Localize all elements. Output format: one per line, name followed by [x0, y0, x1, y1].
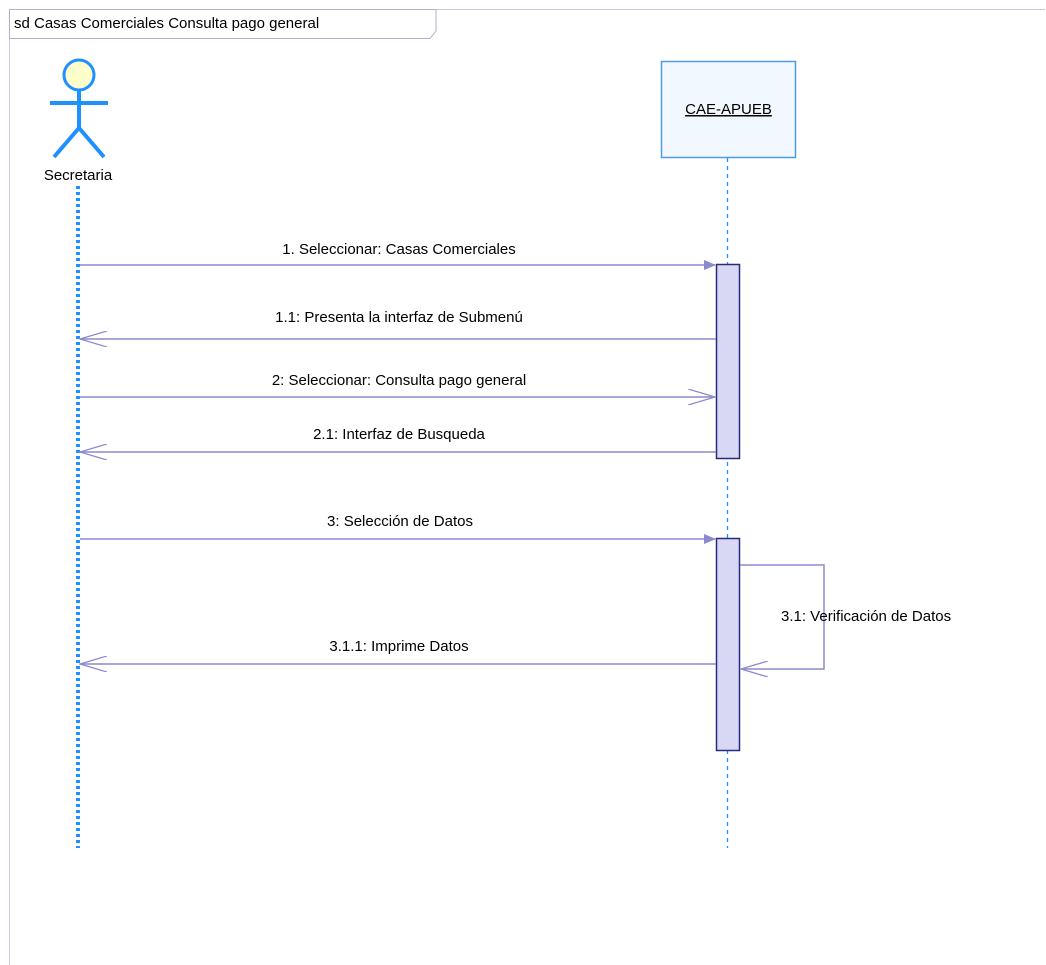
message-2-1[interactable]: 2.1: Interfaz de Busqueda — [80, 426, 716, 452]
message-arrow — [740, 564, 825, 669]
message-2[interactable]: 2: Seleccionar: Consulta pago general — [80, 372, 715, 397]
frame-title-tab — [9, 9, 437, 39]
actor-stick-figure-icon — [50, 58, 108, 159]
message-label: 1.1: Presenta la interfaz de Submenú — [275, 309, 523, 326]
frame-title: sd Casas Comerciales Consulta pago gener… — [14, 15, 319, 32]
diagram-frame: sd Casas Comerciales Consulta pago gener… — [9, 9, 1045, 965]
message-3[interactable]: 3: Selección de Datos — [80, 513, 716, 544]
self-message-3-1[interactable]: 3.1: Verificación de Datos — [740, 564, 951, 669]
activation-bar-2 — [715, 537, 741, 752]
message-label: 2: Seleccionar: Consulta pago general — [272, 372, 526, 389]
object-name: CAE-APUEB — [685, 101, 772, 118]
lifeline-cae-apueb[interactable]: CAE-APUEB — [660, 60, 797, 159]
message-3-1-1[interactable]: 3.1.1: Imprime Datos — [80, 638, 716, 664]
object-box — [660, 60, 797, 159]
activation-bar-1 — [715, 263, 741, 460]
message-label: 1. Seleccionar: Casas Comerciales — [282, 241, 515, 258]
message-label: 3.1: Verificación de Datos — [781, 608, 951, 625]
actor-secretaria[interactable]: Secretaria — [44, 58, 113, 184]
message-1-1[interactable]: 1.1: Presenta la interfaz de Submenú — [80, 309, 716, 339]
message-label: 3: Selección de Datos — [327, 513, 473, 530]
message-label: 3.1.1: Imprime Datos — [329, 638, 468, 655]
actor-name: Secretaria — [44, 167, 113, 184]
message-1[interactable]: 1. Seleccionar: Casas Comerciales — [80, 241, 716, 270]
message-label: 2.1: Interfaz de Busqueda — [313, 426, 485, 443]
